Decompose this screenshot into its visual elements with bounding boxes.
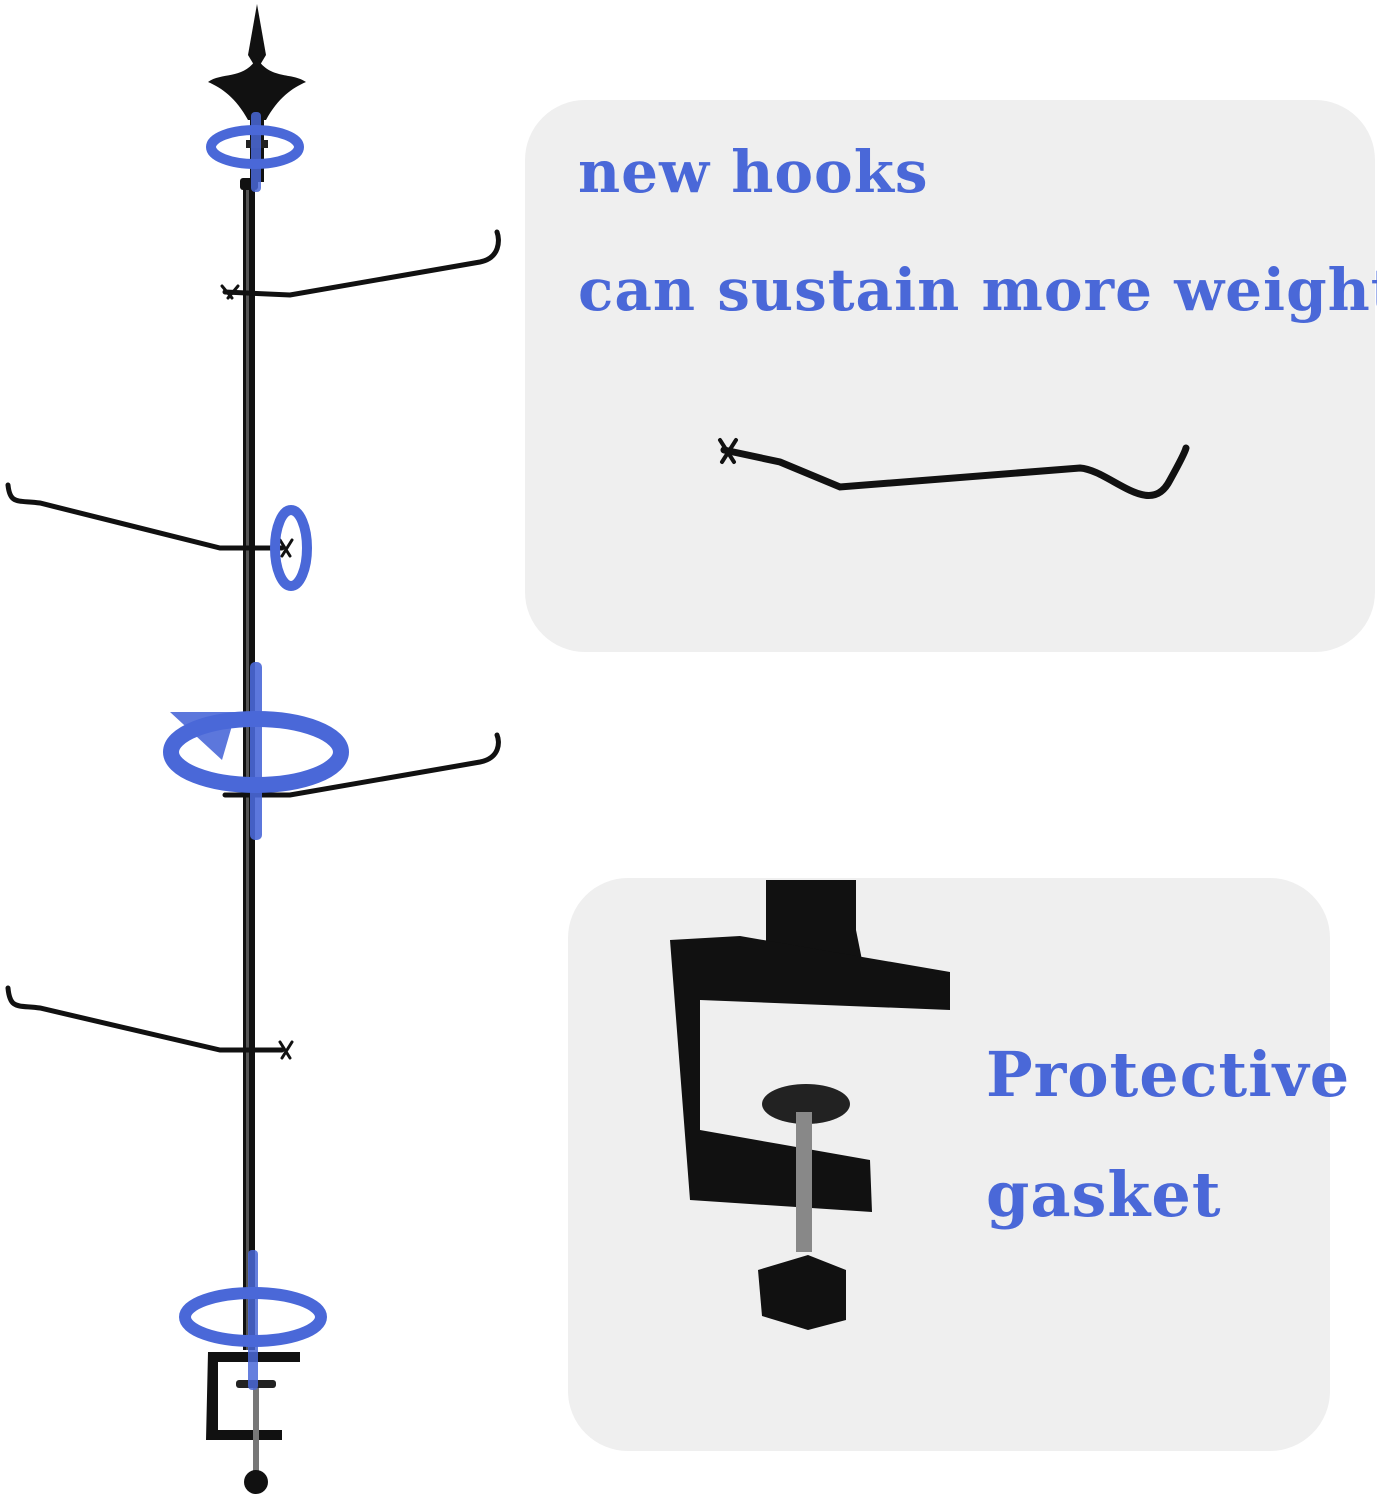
hook-arm-4 [5, 985, 294, 1060]
hooks-subtitle: can sustain more weight [578, 256, 1377, 324]
rotate-arrow-icon [206, 112, 304, 192]
rotate-arrow-icon [270, 505, 312, 591]
hook-arm-3 [222, 732, 501, 798]
hook-arm-2 [5, 482, 294, 558]
gasket-subtitle: gasket [986, 1158, 1222, 1231]
gasket-title: Protective [986, 1038, 1351, 1111]
base-clamp [206, 1352, 300, 1494]
hook-arm-1 [220, 229, 501, 300]
clamp-detail-image [670, 880, 950, 1330]
hook-detail-image [718, 438, 1190, 499]
hooks-info-card [525, 100, 1375, 652]
rotate-arrow-icon [179, 1250, 327, 1390]
hooks-title: new hooks [578, 138, 929, 206]
rotate-arrow-icon [163, 662, 349, 840]
